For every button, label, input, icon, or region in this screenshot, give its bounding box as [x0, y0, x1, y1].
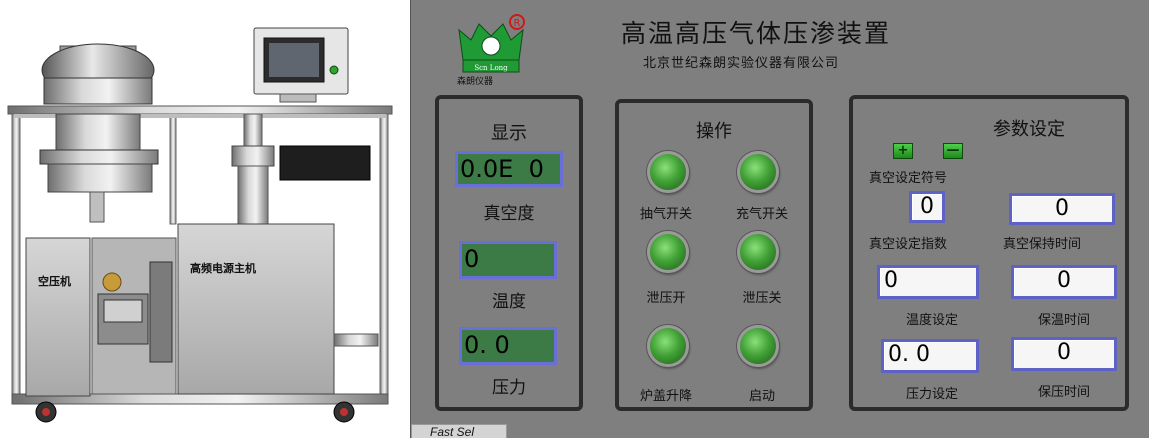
pressure-hold-label: 保压时间	[1037, 385, 1090, 400]
temperature-display: 0	[459, 241, 557, 279]
temperature-label: 温度	[492, 292, 526, 312]
logo-text: Scn Long	[474, 64, 508, 72]
vacuum-label: 真空度	[483, 204, 535, 224]
lid-lift-label: 炉盖升降	[639, 389, 692, 404]
equipment-illustration: 空压机 高频电源主机	[0, 0, 410, 438]
temperature-hold-input[interactable]: 0	[1011, 265, 1117, 299]
compressor-label: 空压机	[38, 274, 71, 288]
minus-icon: —	[946, 143, 960, 158]
page-title: 高温高压气体压渗装置	[621, 19, 892, 48]
params-panel-title: 参数设定	[993, 119, 1065, 140]
vacuum-exponent-label: 真空设定指数	[869, 237, 948, 252]
operation-panel: 操作 抽气开关 充气开关 泄压开 泄压关 炉盖升降 启动	[615, 99, 813, 411]
temperature-hold-label: 保温时间	[1037, 313, 1090, 328]
logo-caption: 森朗仪器	[457, 77, 494, 87]
lid-lift-button[interactable]	[647, 325, 689, 367]
release-close-button[interactable]	[737, 231, 779, 273]
pressure-hold-input[interactable]: 0	[1011, 337, 1117, 371]
start-label: 启动	[748, 389, 775, 404]
fast-select-tab[interactable]: Fast Sel	[411, 424, 507, 438]
operation-panel-title: 操作	[696, 121, 732, 142]
temperature-set-label: 温度设定	[905, 313, 958, 328]
hmi-screen: R Scn Long 森朗仪器 高温高压气体压渗装置 北京世纪森朗实验仪器有限公…	[410, 0, 1149, 438]
vacuum-exponent-input[interactable]: 0	[909, 191, 945, 223]
vacuum-sign-label: 真空设定符号	[869, 171, 948, 186]
temperature-set-input[interactable]: 0	[877, 265, 979, 299]
plus-icon: +	[897, 143, 909, 158]
vacuum-sign-plus-button[interactable]: +	[893, 143, 913, 159]
pump-toggle-label: 抽气开关	[639, 207, 692, 222]
logo-icon: R Scn Long	[458, 14, 525, 73]
pressure-display: 0. 0	[459, 327, 557, 365]
fill-toggle-label: 充气开关	[735, 207, 788, 222]
release-open-label: 泄压开	[646, 291, 686, 306]
params-panel: 参数设定 + — 真空设定符号 0 真空设定指数 0 真空保持时间 0 温度设定…	[849, 95, 1129, 411]
vacuum-sign-minus-button[interactable]: —	[943, 143, 963, 159]
release-open-button[interactable]	[647, 231, 689, 273]
vacuum-hold-label: 真空保持时间	[1003, 237, 1082, 252]
pump-toggle-button[interactable]	[647, 151, 689, 193]
display-panel: 显示 0.0E 0 真空度 0 温度 0. 0 压力	[435, 95, 583, 411]
release-close-label: 泄压关	[742, 291, 782, 306]
fill-toggle-button[interactable]	[737, 151, 779, 193]
display-panel-title: 显示	[491, 123, 527, 144]
vacuum-display: 0.0E 0	[455, 151, 563, 187]
company-name: 北京世纪森朗实验仪器有限公司	[643, 56, 840, 71]
pressure-set-input[interactable]: 0. 0	[881, 339, 979, 373]
pressure-set-label: 压力设定	[905, 387, 958, 402]
registered-mark: R	[514, 18, 521, 29]
equipment-drawing: 空压机 高频电源主机	[7, 27, 393, 423]
vacuum-hold-input[interactable]: 0	[1009, 193, 1115, 225]
company-logo: R Scn Long	[451, 14, 531, 90]
start-button[interactable]	[737, 325, 779, 367]
power-host-label: 高频电源主机	[190, 261, 256, 275]
pressure-label: 压力	[492, 378, 526, 398]
